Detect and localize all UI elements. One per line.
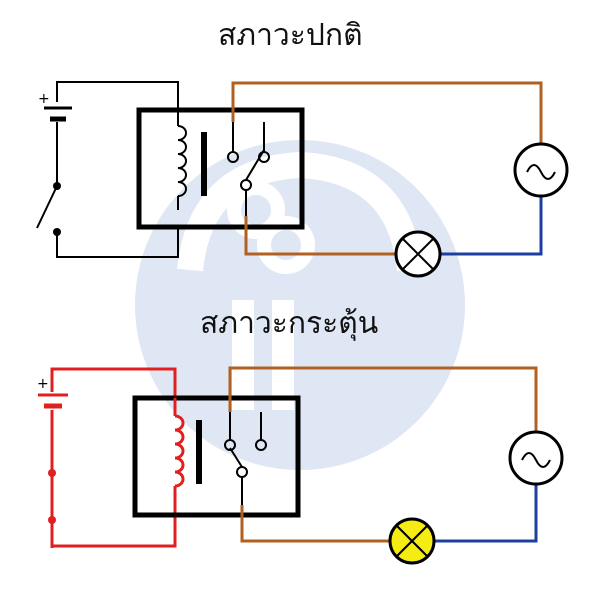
activated-control-wiring bbox=[50, 367, 177, 548]
activated-relay-core bbox=[196, 420, 202, 484]
normal-battery-plus-label: + bbox=[38, 91, 50, 107]
normal-relay-core bbox=[201, 132, 207, 196]
normal-state-circuit: + bbox=[36, 81, 569, 278]
activated-relay-contacts bbox=[224, 412, 267, 505]
activated-state-title: สภาวะกระตุ้น bbox=[200, 306, 379, 341]
normal-load-wiring bbox=[231, 81, 543, 256]
activated-ac-source bbox=[508, 430, 564, 486]
activated-lamp-on bbox=[388, 517, 436, 565]
normal-lamp-off bbox=[394, 230, 442, 278]
activated-battery: + bbox=[37, 376, 68, 409]
normal-relay-frame bbox=[136, 107, 305, 230]
normal-battery: + bbox=[38, 91, 72, 122]
activated-state-circuit: + bbox=[37, 366, 564, 565]
normal-control-wiring bbox=[56, 81, 179, 258]
normal-ac-source bbox=[513, 142, 569, 198]
activated-load-wiring bbox=[228, 366, 538, 543]
normal-relay-contacts bbox=[227, 122, 270, 216]
activated-relay-coil bbox=[173, 398, 185, 510]
normal-relay-coil bbox=[177, 110, 187, 210]
activated-relay-frame bbox=[132, 395, 301, 518]
normal-state-title: สภาวะปกติ bbox=[218, 18, 363, 53]
activated-switch-closed bbox=[48, 469, 56, 524]
normal-switch-open bbox=[36, 182, 61, 236]
activated-battery-plus-label: + bbox=[37, 376, 49, 392]
